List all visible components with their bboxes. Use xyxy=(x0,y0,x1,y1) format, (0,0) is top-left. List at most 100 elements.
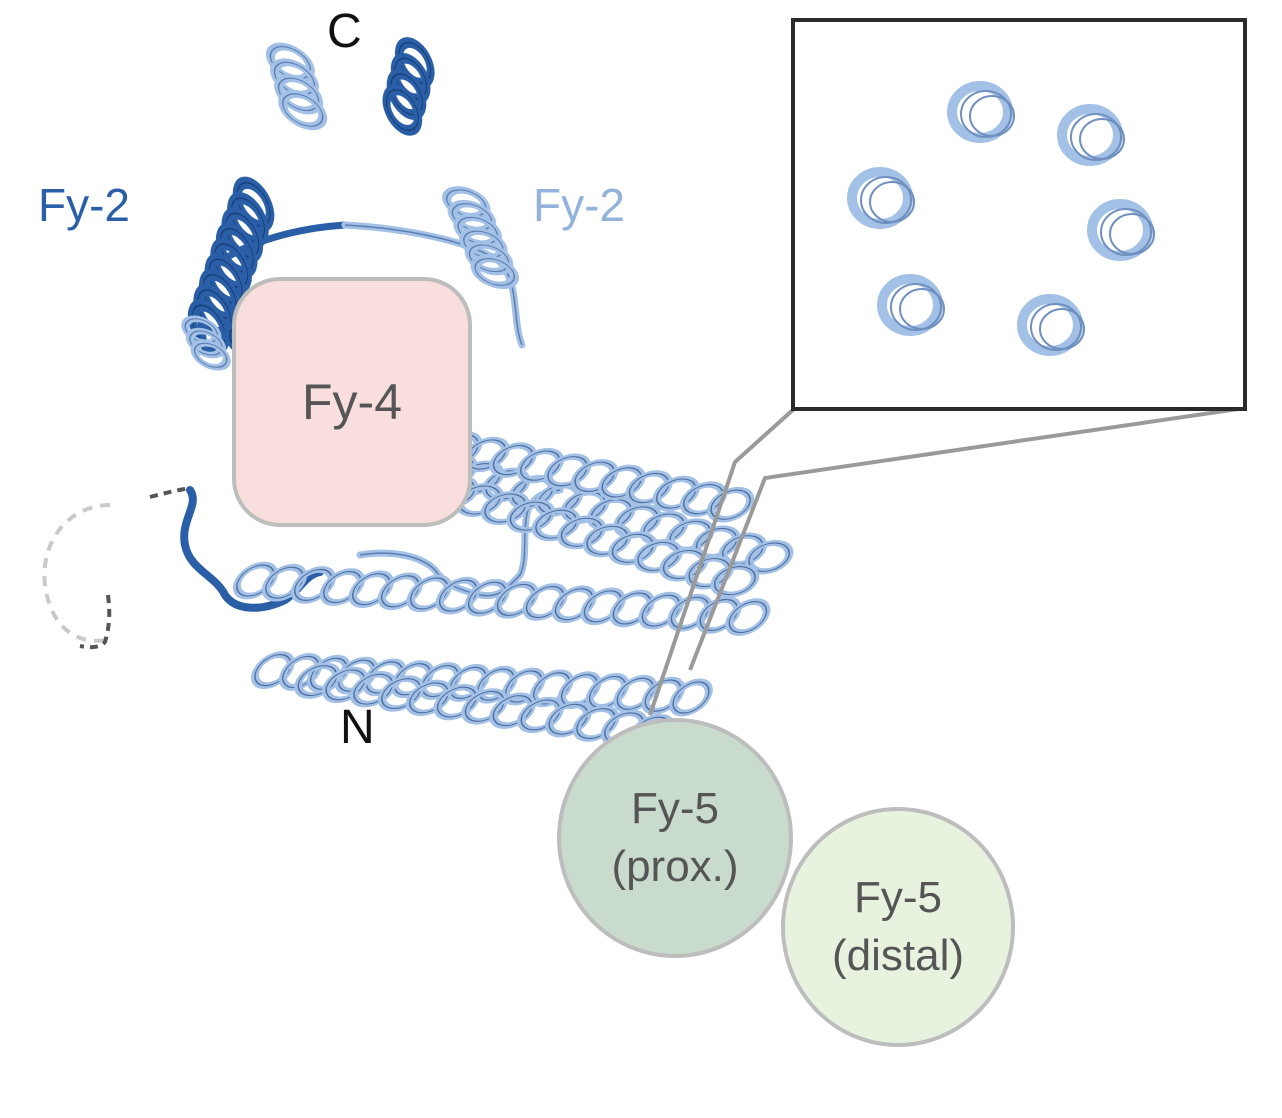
disordered-loop-dark-2 xyxy=(79,594,112,650)
helix-ring xyxy=(1087,199,1153,261)
helix-turn xyxy=(670,596,710,629)
helix-turn xyxy=(616,677,654,710)
c-terminal-helix-dark xyxy=(382,37,435,136)
inset-connector-lower xyxy=(688,406,1246,671)
helix-ring xyxy=(969,95,1015,137)
helix-ring xyxy=(960,90,1012,138)
helix-turn xyxy=(699,598,739,631)
helix-turn xyxy=(492,444,534,476)
helix-turn xyxy=(438,579,478,612)
helix-ring xyxy=(860,176,912,224)
fy5-prox-line1: Fy-5 xyxy=(631,784,719,833)
helix-turn xyxy=(509,501,552,531)
helix-turn xyxy=(282,655,320,689)
helix-turn xyxy=(352,573,391,606)
helix-turn xyxy=(294,568,333,601)
helix-ring xyxy=(899,288,945,330)
helix-turn xyxy=(611,533,654,563)
helix-turn xyxy=(410,577,449,610)
helix-turn xyxy=(484,493,527,523)
helix-turn xyxy=(323,571,362,604)
helix-turn xyxy=(477,668,515,701)
helix-turn xyxy=(554,588,594,621)
fy2-left-label: Fy-2 xyxy=(38,179,130,231)
helix-turn xyxy=(560,517,603,547)
fy5-distal-line2: (distal) xyxy=(831,931,965,980)
helix-turn xyxy=(381,575,420,608)
helix-turn xyxy=(641,594,681,627)
helix-turn xyxy=(672,681,710,714)
helix-turn xyxy=(644,679,682,712)
helix-ring xyxy=(1057,104,1123,166)
helix-turn xyxy=(381,678,421,710)
helix-ring xyxy=(847,167,913,229)
helix-turn xyxy=(310,657,348,690)
fy5-distal-circle: Fy-5 (distal) xyxy=(781,807,1015,1047)
helix-ring xyxy=(1109,213,1155,255)
helix-turn xyxy=(576,708,617,740)
helix-ring xyxy=(1070,113,1122,161)
n-terminus-label: N xyxy=(340,701,375,754)
helix-turn xyxy=(254,654,292,687)
c-terminal-helix-light xyxy=(265,42,328,131)
helix-turn xyxy=(713,566,756,596)
helix-ring xyxy=(890,283,942,331)
helix-turn xyxy=(467,581,507,614)
helix-turn xyxy=(449,666,487,700)
helix-turn xyxy=(547,456,588,487)
helix-turn xyxy=(386,89,419,132)
helix-turn xyxy=(525,585,565,619)
helix-turn xyxy=(612,592,652,625)
fy2-right-label: Fy-2 xyxy=(533,179,625,231)
helix-turn xyxy=(353,673,394,705)
helix-turn xyxy=(535,509,578,539)
helix-turn xyxy=(601,467,643,498)
disordered-loop xyxy=(42,503,111,643)
fy5-prox-circle: Fy-5 (prox.) xyxy=(557,718,793,958)
helix-turn xyxy=(265,566,304,599)
fy5-prox-line2: (prox.) xyxy=(611,842,739,891)
helix-turn xyxy=(520,699,561,731)
helix-turn xyxy=(628,472,670,504)
helix-turn xyxy=(728,601,768,634)
helix-turn xyxy=(282,93,324,127)
c-terminus-label: C xyxy=(327,5,362,58)
helix-turn xyxy=(390,73,423,116)
helix-turn xyxy=(236,564,275,597)
disordered-loop-dark xyxy=(149,486,191,499)
helix-turn xyxy=(533,672,571,705)
helix-turn xyxy=(710,489,751,520)
helix-turn xyxy=(468,244,510,273)
helix-turn xyxy=(548,703,589,735)
helix-turn xyxy=(464,690,505,722)
helix-ring xyxy=(1079,118,1125,160)
helix-turn xyxy=(574,461,615,492)
helix-turn xyxy=(637,541,680,571)
helix-ring xyxy=(1039,308,1085,350)
n-terminal-helix-light xyxy=(181,315,231,371)
helix-turn xyxy=(409,682,449,714)
helix-turn xyxy=(325,669,366,701)
helix-turn xyxy=(496,583,536,616)
helix-ring xyxy=(869,181,915,223)
helix-turn xyxy=(474,258,515,286)
helix-ring xyxy=(1017,294,1083,356)
helix-turn xyxy=(421,664,459,698)
helix-turn xyxy=(189,330,223,356)
inset-connector-upper xyxy=(648,406,797,716)
helix-turn xyxy=(193,342,228,368)
helix-ring xyxy=(877,274,943,336)
fy4-box: Fy-4 xyxy=(232,277,472,527)
helix-ring xyxy=(1100,208,1152,256)
helix-turn xyxy=(436,686,477,718)
right-descending-helix xyxy=(442,186,519,290)
helix-turn xyxy=(655,478,697,509)
helix-turn xyxy=(297,665,338,697)
helix-turn xyxy=(583,590,623,623)
helix-turn xyxy=(393,663,431,696)
helix-turn xyxy=(520,450,561,481)
helix-ring xyxy=(1030,303,1082,351)
fy4-label: Fy-4 xyxy=(302,374,402,430)
inset-box xyxy=(791,18,1247,411)
helix-ring xyxy=(947,81,1013,143)
